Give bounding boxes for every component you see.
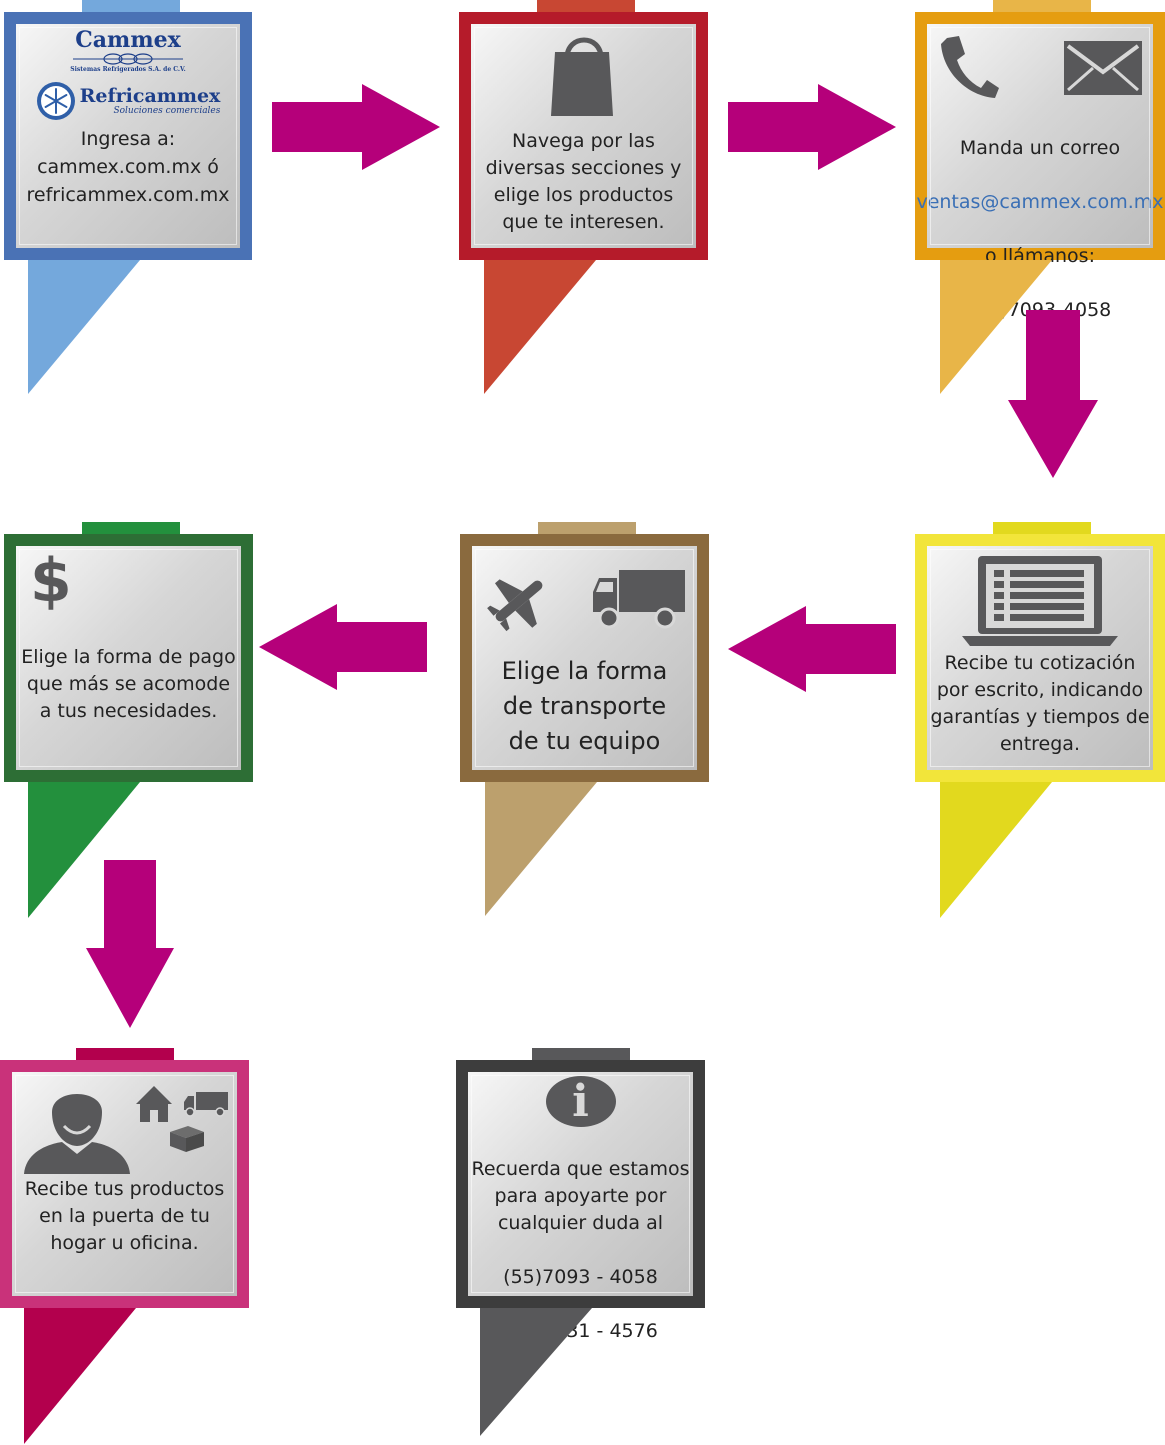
box-icon	[170, 1126, 204, 1152]
email-link[interactable]: ventas@cammex.com.mx	[916, 191, 1164, 213]
step-5-text: Elige la forma de transporte de tu equip…	[501, 657, 668, 755]
step-7-panel: Recibe tus productos en la puerta de tu …	[12, 1072, 237, 1296]
step-2-panel: Navega por las diversas secciones y elig…	[471, 24, 696, 248]
envelope-icon	[1064, 41, 1142, 95]
arrow-step4-to-step5	[728, 606, 896, 692]
step-2-pointer	[484, 260, 596, 394]
step-6-panel: $ Elige la forma de pago que más se acom…	[16, 546, 241, 770]
step-1-pointer	[28, 260, 140, 394]
step-7-pointer	[24, 1308, 136, 1444]
person-icon	[24, 1094, 130, 1174]
info-tab	[532, 1048, 630, 1060]
step-3-card: Manda un correo ventas@cammex.com.mx o l…	[915, 0, 1165, 321]
laptop-icon	[962, 556, 1118, 646]
step-5-tab	[538, 522, 636, 534]
step-1-text: Ingresa a: cammex.com.mx ó refricammex.c…	[26, 128, 230, 206]
step-3-panel: Manda un correo ventas@cammex.com.mx o l…	[916, 24, 1164, 321]
info-text-block: Recuerda que estamos para apoyarte por c…	[472, 1129, 690, 1372]
step-6-text: Elige la forma de pago que más se acomod…	[21, 646, 236, 722]
info-phone-1: (55)7093 - 4058	[503, 1266, 658, 1288]
step-4-pointer	[940, 782, 1052, 918]
step-3-line1: Manda un correo	[959, 137, 1121, 159]
cammex-logo-ornament	[73, 53, 183, 65]
refricammex-logo-text: Refricammex	[79, 85, 221, 107]
step-6-tab	[82, 522, 180, 534]
step-4-tab	[993, 522, 1091, 534]
arrow-step1-to-step2	[272, 84, 440, 170]
step-3-tab	[993, 0, 1091, 12]
info-card: i Recuerda que estamos para apoyarte por…	[456, 1048, 705, 1342]
cammex-logo: Cammex	[75, 27, 181, 53]
dollar-icon: $	[30, 546, 72, 616]
truck-icon	[593, 570, 685, 629]
shopping-bag-icon	[550, 37, 613, 116]
step-6-pointer	[28, 782, 140, 918]
step-7-tab	[76, 1048, 174, 1060]
step-1-panel: Cammex Sistemas Refrigerados S.A. de C.V…	[16, 24, 240, 248]
step-5-pointer	[485, 782, 597, 916]
small-truck-icon	[184, 1092, 228, 1117]
airplane-icon	[487, 579, 543, 632]
refricammex-logo-subtitle: Soluciones comerciales	[113, 106, 221, 116]
step-4-panel: Recibe tu cotización por escrito, indica…	[927, 546, 1153, 770]
info-text: Recuerda que estamos para apoyarte por c…	[471, 1158, 690, 1234]
step-2-tab	[537, 0, 635, 12]
arrow-step2-to-step3	[728, 84, 896, 170]
phone-icon	[941, 36, 999, 98]
step-7-card: Recibe tus productos en la puerta de tu …	[0, 1048, 249, 1308]
refricammex-logo: Refricammex Soluciones comerciales	[36, 81, 221, 121]
step-7-text: Recibe tus productos en la puerta de tu …	[24, 1178, 225, 1254]
step-2-card: Navega por las diversas secciones y elig…	[459, 0, 708, 260]
step-1-card: Cammex Sistemas Refrigerados S.A. de C.V…	[4, 0, 252, 260]
arrow-step6-to-step7	[86, 860, 174, 1028]
step-5-card: Elige la forma de transporte de tu equip…	[460, 522, 709, 782]
info-pointer	[480, 1308, 592, 1436]
snowflake-icon	[36, 82, 75, 120]
step-6-card: $ Elige la forma de pago que más se acom…	[4, 522, 253, 782]
step-4-text: Recibe tu cotización por escrito, indica…	[930, 652, 1150, 755]
cammex-logo-subtitle: Sistemas Refrigerados S.A. de C.V.	[70, 66, 186, 73]
step-4-card: Recibe tu cotización por escrito, indica…	[915, 522, 1165, 782]
house-icon	[136, 1086, 172, 1122]
home-delivery-icons	[136, 1086, 228, 1152]
info-panel: i Recuerda que estamos para apoyarte por…	[468, 1072, 693, 1342]
info-glyph: i	[572, 1076, 589, 1127]
step-3-pointer	[940, 260, 1052, 394]
step-5-panel: Elige la forma de transporte de tu equip…	[472, 546, 697, 770]
info-icon: i	[545, 1076, 616, 1127]
arrow-step3-to-step4	[1008, 310, 1098, 478]
step-2-text: Navega por las diversas secciones y elig…	[485, 130, 682, 233]
step-1-tab	[82, 0, 180, 12]
arrow-step5-to-step6	[259, 604, 427, 690]
